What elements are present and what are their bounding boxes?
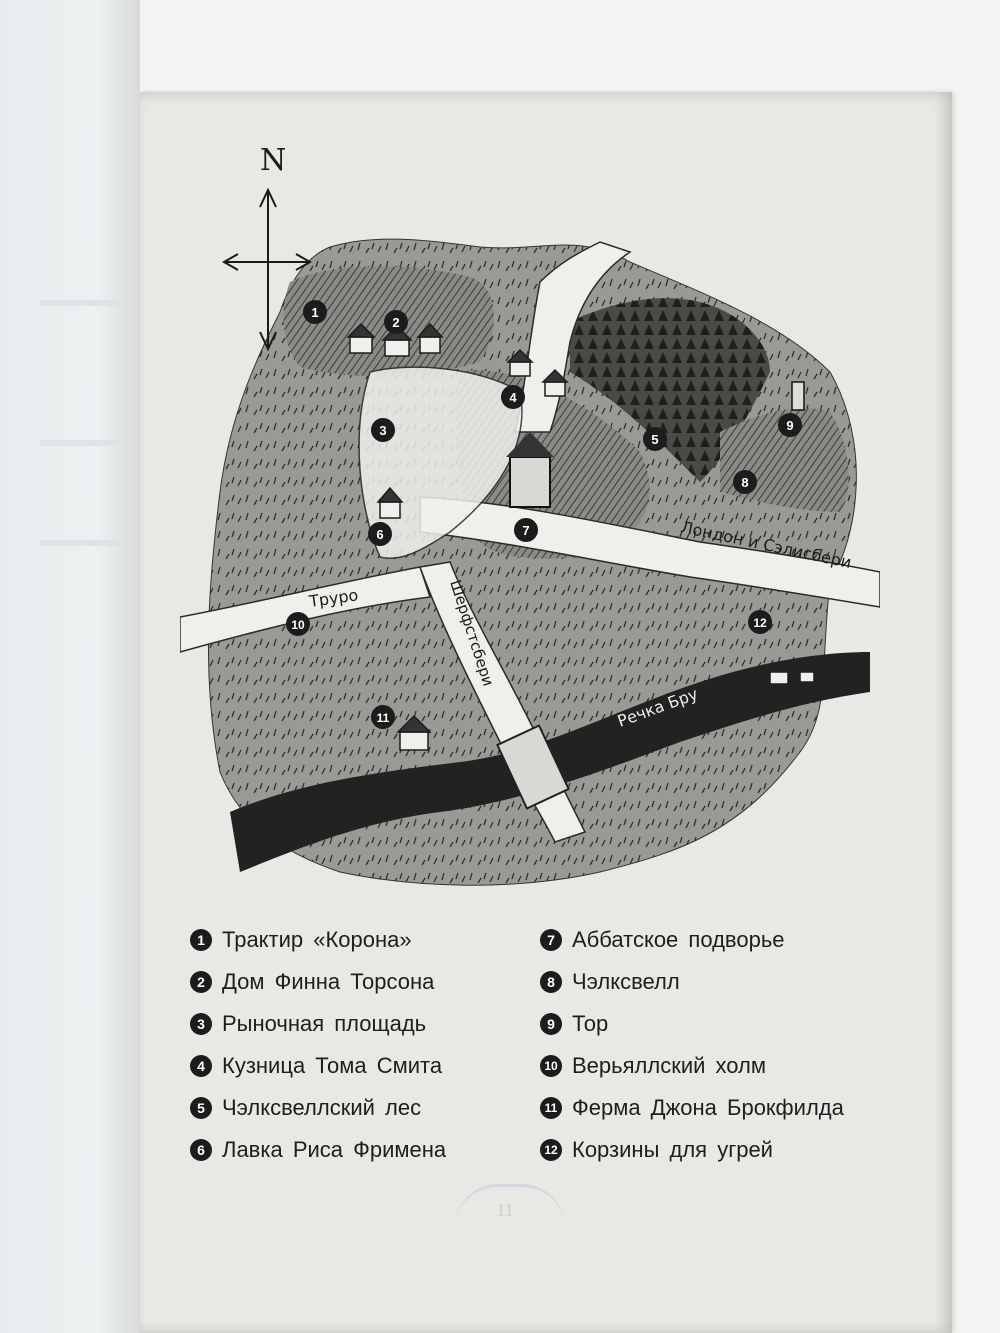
svg-text:12: 12 [753,616,767,630]
legend-number: 9 [540,1013,562,1035]
legend-label: Трактир «Корона» [222,927,412,952]
legend-item: 8 Чэлксвелл [540,964,840,1000]
svg-text:3: 3 [379,423,386,438]
houses [346,322,815,751]
legend-number: 5 [190,1097,212,1119]
legend-label: Корзины для угрей [572,1137,773,1162]
compass-north-label: N [260,143,286,178]
map-marker-12: 12 [748,610,772,634]
legend-label: Верьяллский холм [572,1053,766,1078]
legend-number: 7 [540,929,562,951]
legend-item: 11 Ферма Джона Брокфилда [540,1090,844,1126]
map-marker-2: 2 [384,310,408,334]
ghost-text [40,440,120,446]
map-marker-11: 11 [371,705,395,729]
legend-label: Чэлксвелл [572,969,680,994]
legend-number: 11 [540,1097,562,1119]
map-marker-8: 8 [733,470,757,494]
legend-number: 1 [190,929,212,951]
svg-text:5: 5 [651,432,658,447]
road-truro [180,566,432,653]
tor-tower [791,381,805,411]
legend-label: Ферма Джона Брокфилда [572,1095,844,1120]
left-page-edge [0,0,140,1333]
village-map: N Лондон и Сэлисбери Труро Шерфстсбери Р… [180,143,880,886]
map-markers: 1 2 3 4 5 6 7 8 9 10 11 12 [286,300,802,729]
legend-label: Тор [572,1011,609,1036]
legend-item: 12 Корзины для угрей [540,1132,840,1168]
svg-text:1: 1 [311,305,318,320]
legend-item: 9 Тор [540,1006,840,1042]
legend-number: 12 [540,1139,562,1161]
abbey-building [506,432,554,508]
legend-item: 1 Трактир «Корона» [190,922,540,958]
svg-text:11: 11 [377,711,390,725]
map-marker-9: 9 [778,413,802,437]
svg-text:2: 2 [392,315,399,330]
legend-item: 10 Верьяллский холм [540,1048,840,1084]
page-number: 11 [496,1200,514,1220]
svg-text:6: 6 [376,527,383,542]
legend-label: Аббатское подворье [572,927,785,952]
legend-label: Дом Финна Торсона [222,969,435,994]
svg-text:7: 7 [522,523,529,538]
legend-item: 7 Аббатское подворье [540,922,840,958]
legend-number: 8 [540,971,562,993]
map-marker-1: 1 [303,300,327,324]
compass-rose [221,187,313,352]
legend-number: 3 [190,1013,212,1035]
map-marker-7: 7 [514,518,538,542]
legend-number: 10 [540,1055,562,1077]
legend-number: 2 [190,971,212,993]
book-page: N Лондон и Сэлисбери Труро Шерфстсбери Р… [140,92,952,1333]
legend-item: 5 Чэлксвеллский лес [190,1090,540,1126]
ghost-text [40,540,120,546]
map-marker-4: 4 [501,385,525,409]
bridge [496,724,570,810]
legend-item: 4 Кузница Тома Смита [190,1048,540,1084]
map-marker-3: 3 [371,418,395,442]
legend-label: Кузница Тома Смита [222,1053,443,1078]
svg-text:10: 10 [291,618,305,632]
legend-item: 2 Дом Финна Торсона [190,964,540,1000]
legend-item: 6 Лавка Риса Фримена [190,1132,540,1168]
map-marker-5: 5 [643,427,667,451]
map-marker-6: 6 [368,522,392,546]
map-marker-10: 10 [286,612,310,636]
legend-label: Рыночная площадь [222,1011,427,1036]
svg-text:8: 8 [741,475,748,490]
ghost-text [40,300,120,306]
legend-number: 6 [190,1139,212,1161]
legend-label: Лавка Риса Фримена [222,1137,447,1162]
legend-label: Чэлксвеллский лес [222,1095,422,1120]
page-number-ornament [455,1184,565,1227]
svg-text:9: 9 [786,418,793,433]
legend-item: 3 Рыночная площадь [190,1006,540,1042]
legend-number: 4 [190,1055,212,1077]
svg-text:4: 4 [509,390,517,405]
